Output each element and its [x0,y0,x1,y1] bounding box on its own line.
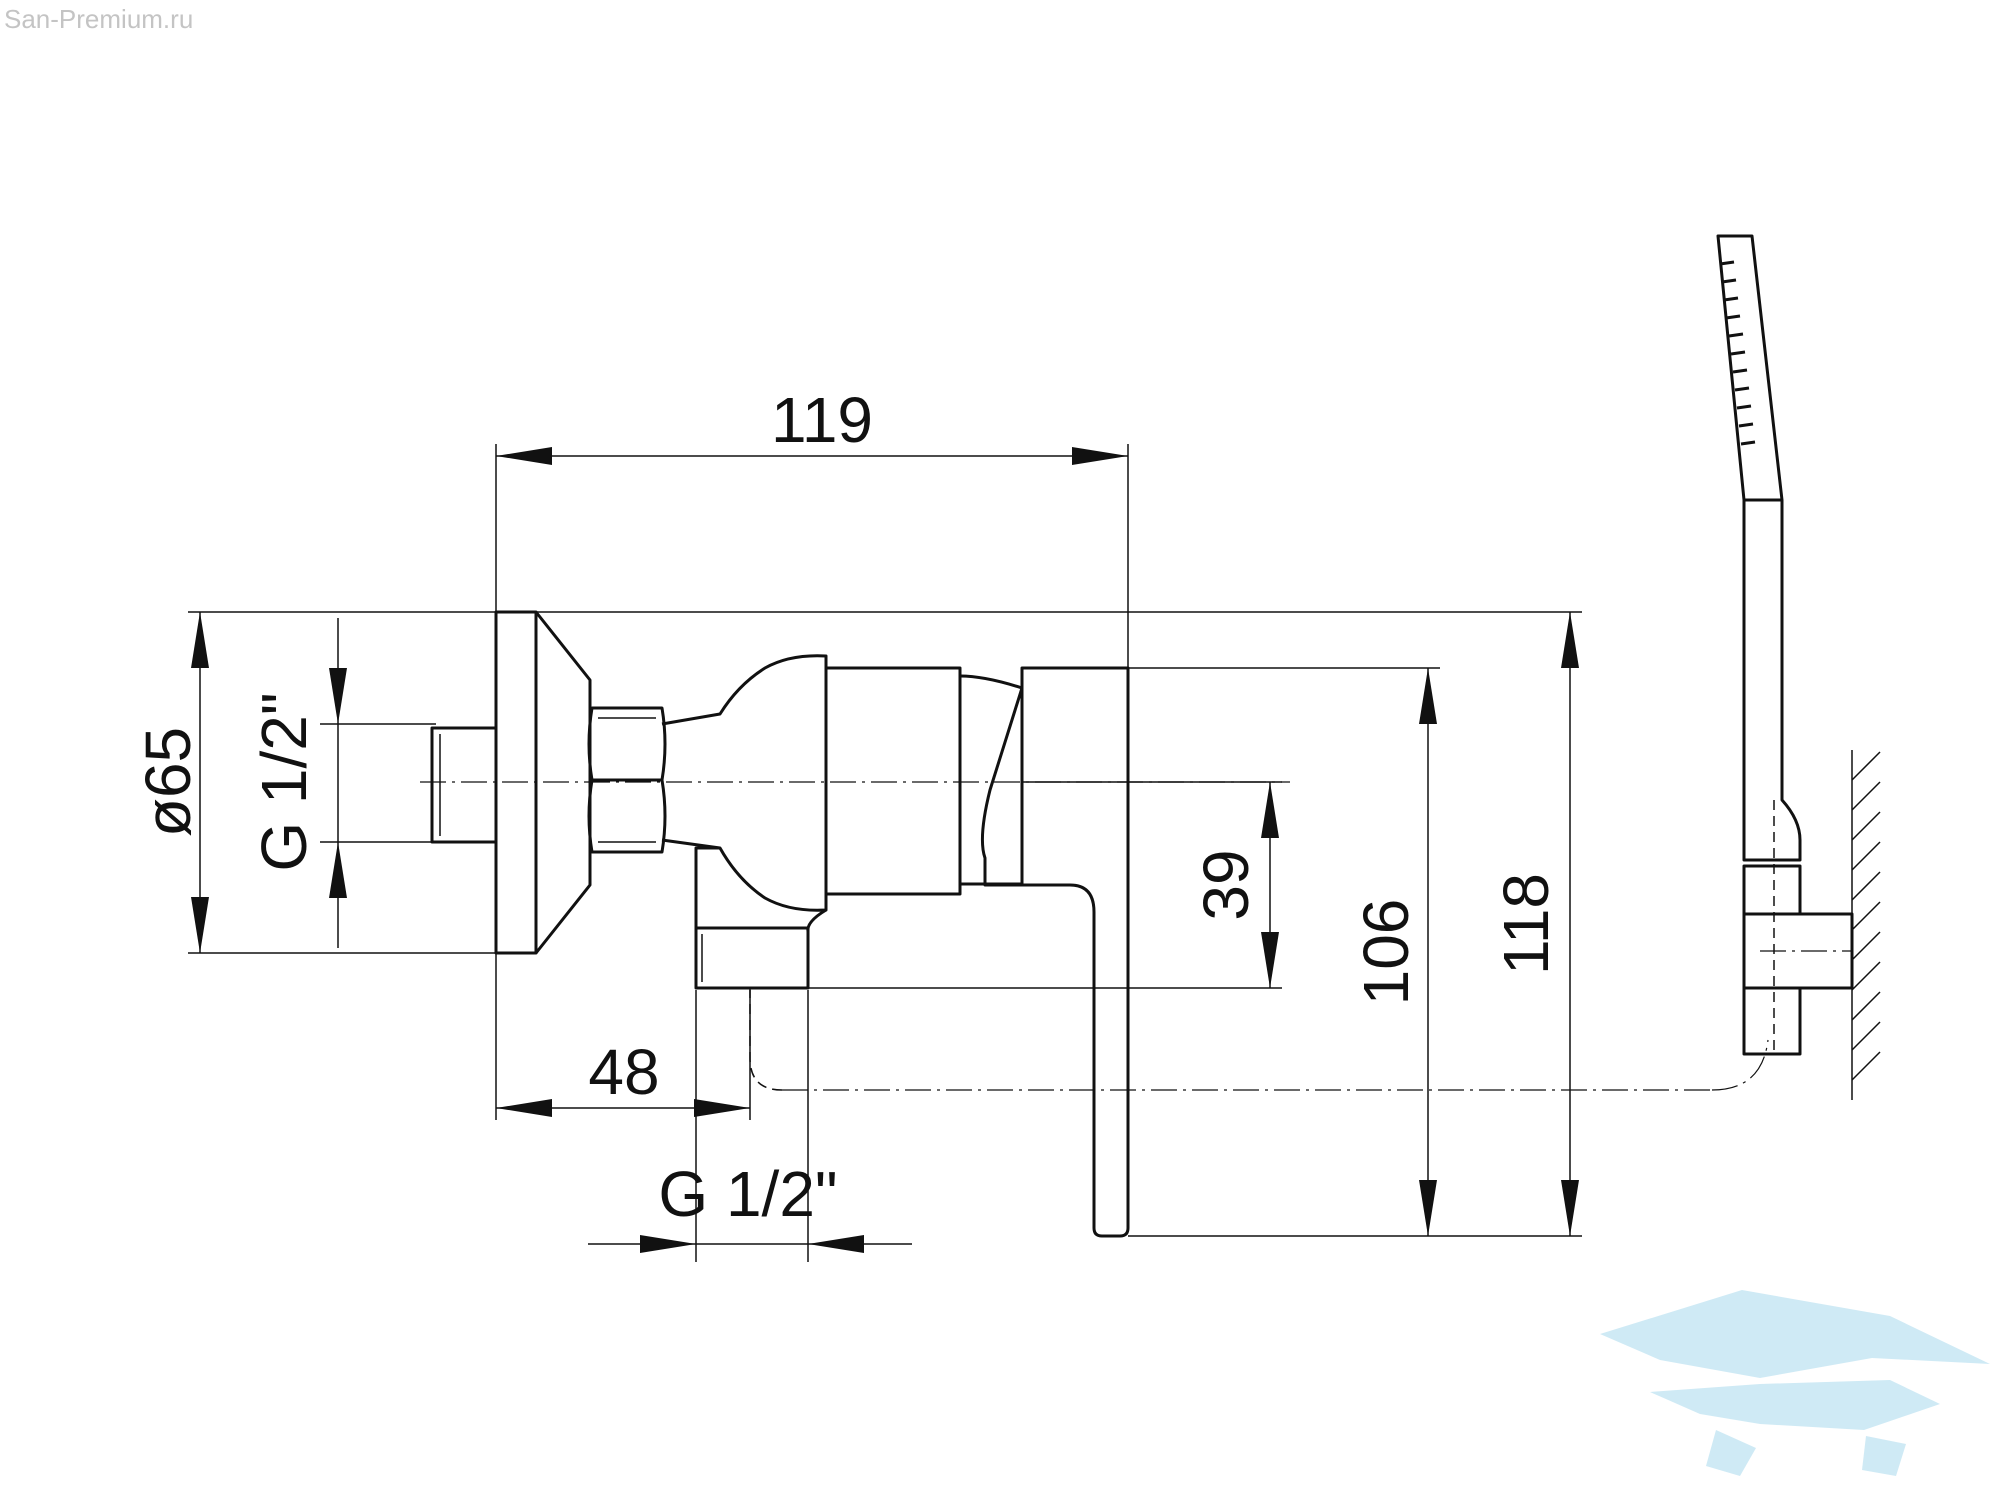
dimension-outlet-thread: G 1/2" [588,990,912,1262]
outlet-elbow [694,846,827,1091]
dim-label-outlet-thread: G 1/2" [658,1158,837,1230]
dim-label-inlet-thread: G 1/2" [248,692,320,871]
centre-lines [420,781,1769,1091]
dimension-inlet-depth: 48 [496,990,751,1120]
dimension-width: 119 [495,384,1129,1120]
dim-label-119: 119 [771,384,873,456]
dim-label-48: 48 [588,1036,659,1108]
dimension-total-height: 118 [1490,612,1579,1236]
dim-label-39: 39 [1190,849,1262,920]
shower-nozzles [1719,260,1756,446]
wall-holder [1742,800,1854,1056]
dim-label-118: 118 [1490,873,1562,975]
dimension-handle-height: 106 [1128,667,1582,1237]
hand-shower [1716,234,1802,862]
dim-label-106: 106 [1350,899,1422,1006]
dim-label-diameter: ø65 [132,727,204,837]
brand-logo [1600,1290,1990,1476]
mixer-body [661,654,1024,912]
lever-handle [980,666,1130,1238]
inlet-pipe [430,726,498,844]
site-watermark: San-Premium.ru [4,4,194,34]
wall-hatch [1851,750,1881,1100]
dimension-diameter: ø65 [132,611,1582,954]
dimension-outlet-offset: 39 [808,781,1282,989]
hex-nut [587,706,667,854]
dimension-inlet-thread: G 1/2" [248,618,436,948]
